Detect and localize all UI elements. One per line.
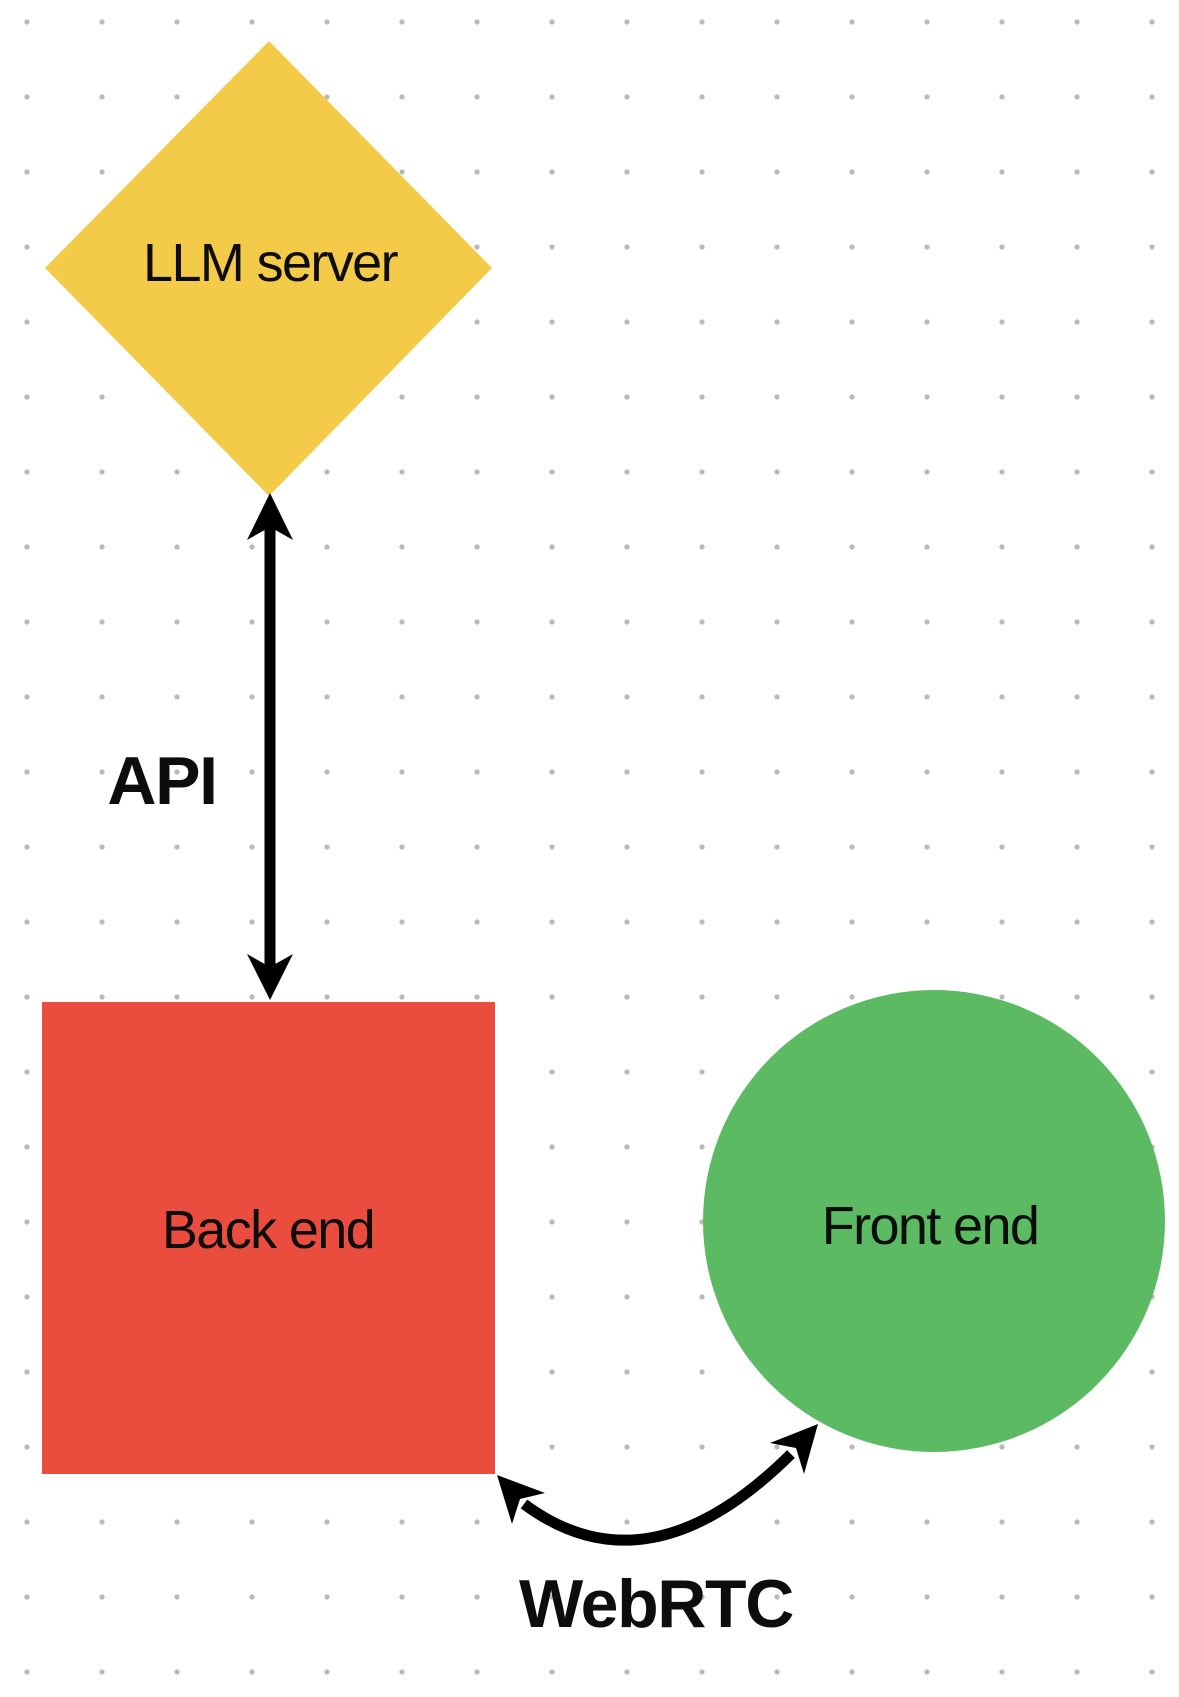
- webrtc-connector[interactable]: [497, 1424, 818, 1546]
- api-connector[interactable]: [247, 493, 293, 1000]
- arrowhead-left-icon: [497, 1475, 545, 1524]
- arrowhead-down-icon: [247, 954, 293, 1000]
- llm-server-diamond-shape[interactable]: [45, 41, 492, 496]
- front-end-label[interactable]: Front end: [821, 1196, 1040, 1256]
- arrowhead-up-icon: [247, 493, 293, 540]
- api-edge-label[interactable]: API: [107, 743, 218, 819]
- webrtc-connector-line[interactable]: [520, 1450, 795, 1546]
- webrtc-edge-label[interactable]: WebRTC: [519, 1566, 794, 1642]
- front-end-circle-shape[interactable]: [703, 990, 1165, 1452]
- llm-server-label[interactable]: LLM server: [143, 233, 399, 293]
- back-end-label[interactable]: Back end: [161, 1200, 376, 1260]
- back-end-square-shape[interactable]: [42, 1002, 495, 1474]
- arrowhead-right-icon: [770, 1424, 818, 1474]
